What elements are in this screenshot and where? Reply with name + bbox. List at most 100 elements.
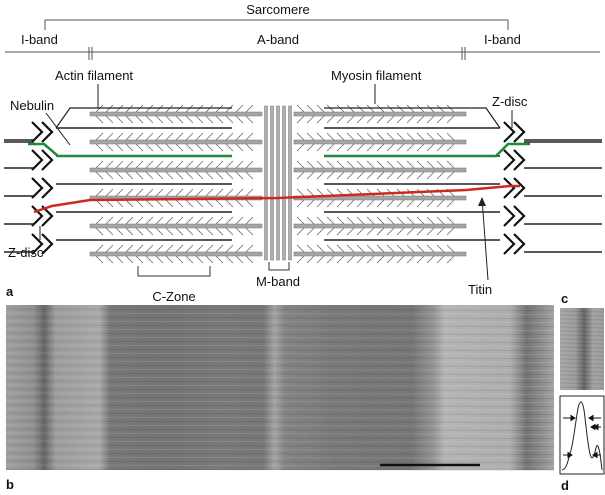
- myosin-head: [105, 115, 114, 124]
- myosin-head: [386, 171, 395, 180]
- myosin-head: [195, 216, 204, 225]
- myosin-head: [326, 160, 335, 169]
- myosin-head: [296, 199, 305, 208]
- myosin-head: [125, 199, 134, 208]
- m-band-line-2: [276, 105, 280, 261]
- myosin-head: [125, 132, 134, 141]
- myosin-head: [165, 244, 174, 253]
- myosin-head: [145, 160, 154, 169]
- myosin-head: [306, 132, 315, 141]
- myosin-head: [155, 227, 164, 236]
- myosin-head: [145, 115, 154, 124]
- sarcomere-bracket: [44, 19, 509, 30]
- myosin-head: [95, 227, 104, 236]
- myosin-head: [386, 132, 395, 141]
- myosin-head: [215, 115, 224, 124]
- myosin-head: [195, 244, 204, 253]
- panel-c-label: c: [561, 291, 568, 306]
- myosin-head: [205, 227, 214, 236]
- myosin-head: [426, 115, 435, 124]
- myosin-head: [135, 255, 144, 264]
- myosin-head: [386, 227, 395, 236]
- myosin-head: [446, 216, 455, 225]
- myosin-head: [105, 227, 114, 236]
- myosin-head: [245, 132, 254, 141]
- myosin-head: [235, 115, 244, 124]
- c-zone-label: C-Zone: [152, 289, 195, 304]
- myosin-head: [125, 143, 134, 152]
- myosin-head: [446, 255, 455, 264]
- myosin-filament-left-0: [89, 111, 263, 117]
- myosin-head: [125, 227, 134, 236]
- myosin-filament-right-1: [293, 139, 467, 145]
- z-disc-right: [503, 121, 516, 143]
- z-disc-right: [513, 177, 526, 199]
- myosin-head: [195, 188, 204, 197]
- titin-leader-arrow: [478, 197, 486, 206]
- myosin-head: [105, 188, 114, 197]
- myosin-head: [245, 188, 254, 197]
- myosin-head: [446, 143, 455, 152]
- density-profile-d: [559, 395, 605, 475]
- z-disc-right: [503, 205, 516, 227]
- myosin-head: [105, 132, 114, 141]
- myosin-head: [436, 255, 445, 264]
- myosin-head: [336, 143, 345, 152]
- myosin-head: [406, 132, 415, 141]
- myosin-head: [205, 216, 214, 225]
- myosin-head: [376, 115, 385, 124]
- myosin-head: [366, 216, 375, 225]
- z-disc-right: [513, 205, 526, 227]
- myosin-head: [115, 199, 124, 208]
- myosin-head: [125, 115, 134, 124]
- em-micrograph-c: [559, 308, 605, 390]
- myosin-head: [316, 199, 325, 208]
- myosin-head: [175, 188, 184, 197]
- myosin-head: [316, 244, 325, 253]
- myosin-head: [235, 171, 244, 180]
- myosin-head: [215, 216, 224, 225]
- myosin-head: [175, 171, 184, 180]
- myosin-head: [245, 199, 254, 208]
- myosin-head: [205, 255, 214, 264]
- myosin-head: [155, 255, 164, 264]
- myosin-head: [316, 143, 325, 152]
- myosin-head: [306, 216, 315, 225]
- z-disc-right: [513, 233, 526, 255]
- myosin-head: [175, 199, 184, 208]
- z-disc-left: [41, 233, 54, 255]
- myosin-head: [105, 244, 114, 253]
- myosin-head: [396, 199, 405, 208]
- myosin-head: [215, 244, 224, 253]
- myosin-head: [406, 115, 415, 124]
- myosin-head: [326, 255, 335, 264]
- myosin-head: [446, 160, 455, 169]
- nebulin-label: Nebulin: [10, 98, 54, 113]
- myosin-head: [195, 199, 204, 208]
- myosin-filament-right-5: [293, 251, 467, 257]
- myosin-head: [356, 199, 365, 208]
- myosin-head: [416, 160, 425, 169]
- myosin-head: [376, 160, 385, 169]
- myosin-head: [426, 255, 435, 264]
- myosin-head: [326, 171, 335, 180]
- myosin-head: [235, 104, 244, 113]
- nebulin-right: [324, 142, 530, 158]
- myosin-head: [95, 160, 104, 169]
- myosin-head: [145, 188, 154, 197]
- myosin-head: [215, 132, 224, 141]
- myosin-head: [396, 160, 405, 169]
- em-micrograph-b: [5, 305, 555, 471]
- myosin-head: [115, 132, 124, 141]
- myosin-head: [336, 132, 345, 141]
- myosin-head: [175, 132, 184, 141]
- myosin-head: [336, 227, 345, 236]
- myosin-head: [245, 143, 254, 152]
- titin-strand: [33, 184, 520, 214]
- myosin-head: [105, 143, 114, 152]
- myosin-filament-left-2: [89, 167, 263, 173]
- myosin-head: [185, 216, 194, 225]
- titin-label: Titin: [468, 282, 492, 297]
- myosin-head: [436, 244, 445, 253]
- myosin-head: [225, 115, 234, 124]
